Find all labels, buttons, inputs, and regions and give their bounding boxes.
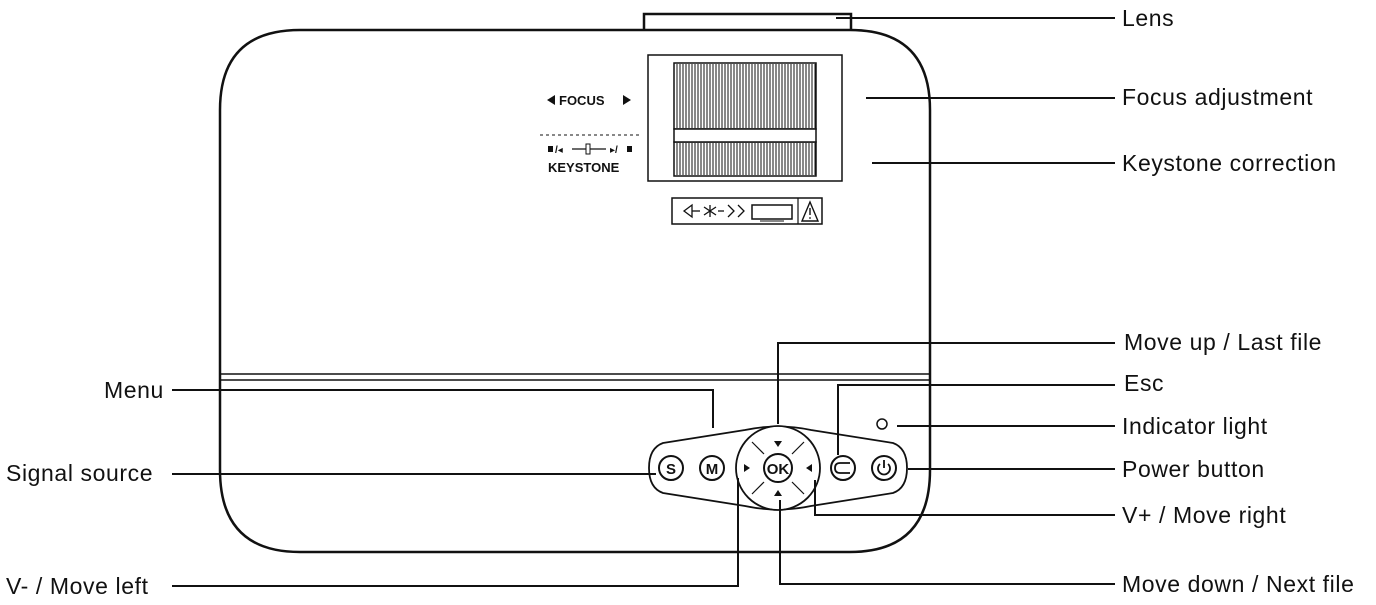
label-v-minus: V- / Move left xyxy=(6,573,149,599)
right-arrow-icon xyxy=(806,464,812,472)
leader-menu xyxy=(172,389,714,428)
dpad-right-button[interactable] xyxy=(806,464,812,472)
dpad-left-button[interactable] xyxy=(744,464,750,472)
ok-button[interactable]: OK xyxy=(763,453,793,483)
leader-v-minus xyxy=(172,478,739,587)
dpad-up-button[interactable] xyxy=(774,441,782,447)
label-move-up: Move up / Last file xyxy=(1124,329,1322,355)
menu-button[interactable]: M xyxy=(699,455,725,481)
warning-triangle-icon xyxy=(800,200,820,222)
leader-move-up xyxy=(777,342,1115,424)
menu-button-label: M xyxy=(706,461,719,478)
dpad-divider-3 xyxy=(751,481,765,495)
label-focus-adjustment: Focus adjustment xyxy=(1122,84,1313,110)
up-arrow-icon xyxy=(774,441,782,447)
projector-icon xyxy=(751,204,793,222)
left-arrow-icon xyxy=(744,464,750,472)
focus-wheel[interactable] xyxy=(673,62,817,130)
return-icon xyxy=(834,462,850,474)
indicator-light xyxy=(876,418,888,430)
focus-right-arrow-icon xyxy=(623,95,631,105)
label-indicator-light: Indicator light xyxy=(1122,413,1268,439)
dpad-divider-2 xyxy=(791,441,805,455)
label-power-button: Power button xyxy=(1122,456,1265,482)
power-icon xyxy=(877,463,891,476)
power-button[interactable] xyxy=(871,455,897,481)
label-esc: Esc xyxy=(1124,370,1164,396)
ok-button-label: OK xyxy=(767,461,790,478)
label-move-down: Move down / Next file xyxy=(1122,571,1354,597)
leader-v-plus xyxy=(814,480,1115,516)
svg-text:▸/: ▸/ xyxy=(610,145,618,156)
leader-move-down xyxy=(779,500,1115,585)
focus-left-arrow-icon xyxy=(547,95,555,105)
signal-source-button-label: S xyxy=(666,461,676,478)
dpad-down-button[interactable] xyxy=(774,490,782,496)
focus-label: FOCUS xyxy=(559,93,605,108)
warning-sticker xyxy=(671,197,823,225)
keystone-label: KEYSTONE xyxy=(548,160,620,175)
label-signal-source: Signal source xyxy=(6,460,153,486)
keystone-wheel[interactable] xyxy=(673,141,817,177)
label-v-plus: V+ / Move right xyxy=(1122,502,1286,528)
down-arrow-icon xyxy=(774,490,782,496)
label-keystone-correction: Keystone correction xyxy=(1122,150,1337,176)
svg-text:/◂: /◂ xyxy=(555,145,563,156)
dpad-divider-1 xyxy=(751,441,765,455)
wheel-divider xyxy=(673,128,817,143)
leader-esc xyxy=(837,384,1115,455)
light-burst-icon xyxy=(703,204,745,218)
signal-source-button[interactable]: S xyxy=(658,455,684,481)
eye-icon xyxy=(682,203,700,219)
esc-button[interactable] xyxy=(830,455,856,481)
keystone-symbol-icon: /◂ ▸/ xyxy=(548,143,632,156)
dpad-divider-4 xyxy=(791,481,805,495)
label-lens: Lens xyxy=(1122,5,1174,31)
label-menu: Menu xyxy=(104,377,164,403)
